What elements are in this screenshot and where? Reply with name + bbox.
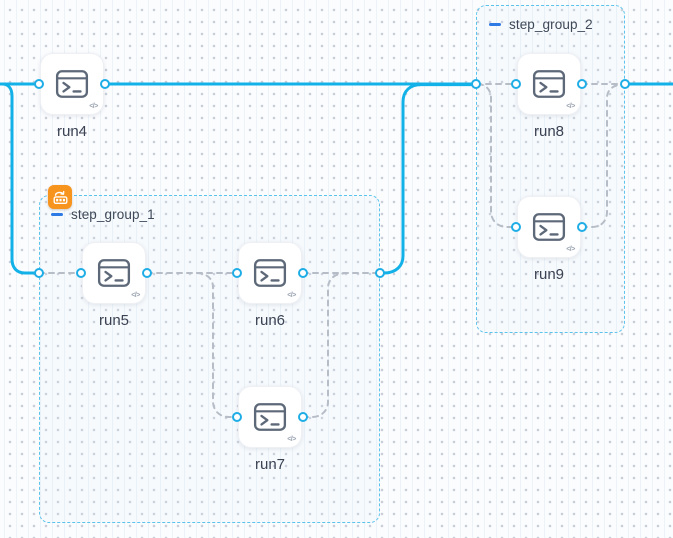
node-run5: </> run5 [82, 242, 146, 329]
port-group2-out[interactable] [620, 79, 630, 89]
node-run4: </> run4 [40, 53, 104, 140]
port-group1-in[interactable] [34, 268, 44, 278]
code-icon: </> [128, 289, 143, 302]
port-run8-in[interactable] [511, 79, 521, 89]
node-run7-label: run7 [254, 456, 286, 473]
collapse-group2-button[interactable] [489, 22, 501, 26]
group1-label: step_group_1 [71, 206, 155, 222]
code-icon: </> [86, 100, 101, 113]
port-run4-out[interactable] [100, 79, 110, 89]
terminal-icon [532, 70, 566, 98]
node-run6-card[interactable]: </> [238, 242, 302, 304]
edge-in-to-group1 [1, 82, 39, 275]
port-run9-in[interactable] [511, 222, 521, 232]
node-run7: </> run7 [238, 386, 302, 473]
terminal-icon [97, 259, 131, 287]
code-icon: </> [284, 433, 299, 446]
node-run9-label: run9 [533, 266, 565, 283]
node-run6-label: run6 [254, 312, 286, 329]
port-run8-out[interactable] [577, 79, 587, 89]
node-run4-card[interactable]: </> [40, 53, 104, 115]
terminal-icon [532, 213, 566, 241]
code-icon: </> [284, 289, 299, 302]
terminal-icon [55, 70, 89, 98]
node-run4-label: run4 [56, 123, 88, 140]
group2-label: step_group_2 [509, 16, 593, 32]
node-run5-label: run5 [98, 312, 130, 329]
terminal-icon [253, 403, 287, 431]
port-run5-in[interactable] [76, 268, 86, 278]
port-group1-out[interactable] [375, 268, 385, 278]
node-run8-label: run8 [533, 123, 565, 140]
collapse-group1-button[interactable] [51, 212, 63, 216]
node-run8: </> run8 [517, 53, 581, 140]
loop-steps-badge-icon [48, 185, 72, 209]
group1-header: step_group_1 [51, 205, 155, 223]
terminal-icon [253, 259, 287, 287]
node-run9: </> run9 [517, 196, 581, 283]
port-run4-in[interactable] [34, 79, 44, 89]
port-group2-in[interactable] [471, 79, 481, 89]
edge-group1-to-group2 [380, 83, 476, 275]
node-run9-card[interactable]: </> [517, 196, 581, 258]
port-run7-out[interactable] [298, 412, 308, 422]
port-run6-out[interactable] [298, 268, 308, 278]
port-run6-in[interactable] [232, 268, 242, 278]
port-run7-in[interactable] [232, 412, 242, 422]
node-run8-card[interactable]: </> [517, 53, 581, 115]
node-run7-card[interactable]: </> [238, 386, 302, 448]
port-run9-out[interactable] [577, 222, 587, 232]
node-run6: </> run6 [238, 242, 302, 329]
group2-header: step_group_2 [489, 15, 593, 33]
code-icon: </> [563, 100, 578, 113]
code-icon: </> [563, 243, 578, 256]
loop-arrow-boxes-glyph [53, 190, 67, 204]
node-run5-card[interactable]: </> [82, 242, 146, 304]
port-run5-out[interactable] [142, 268, 152, 278]
